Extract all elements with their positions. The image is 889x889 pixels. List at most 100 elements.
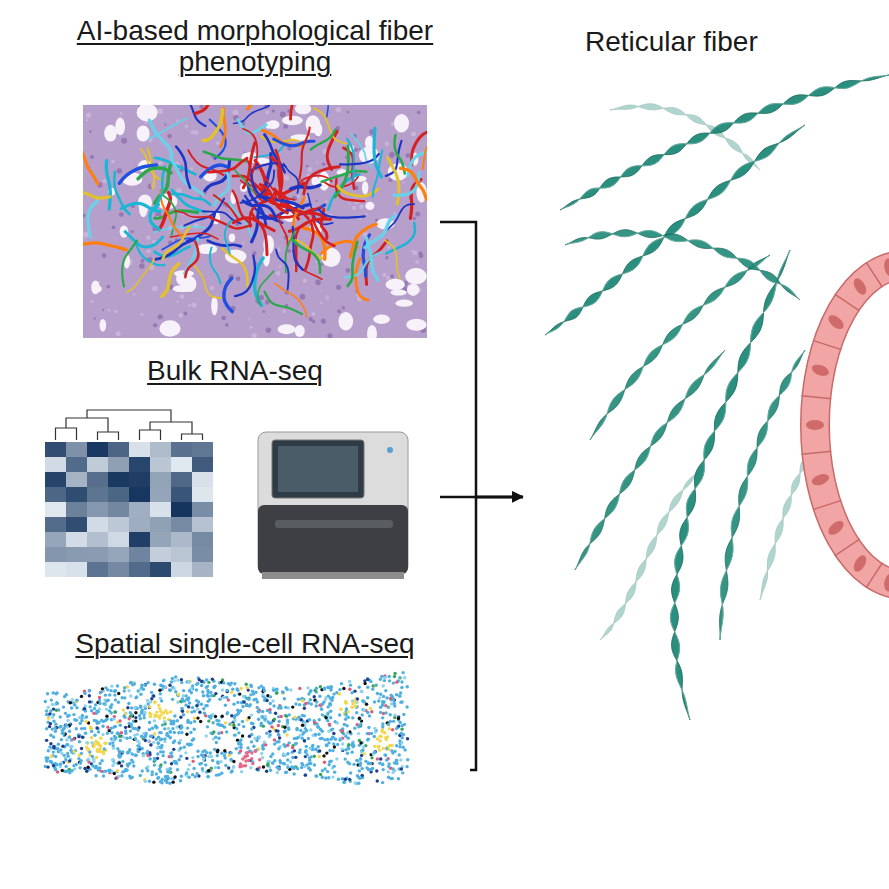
heatmap-cell bbox=[150, 502, 171, 517]
cell-speck bbox=[325, 200, 328, 203]
dendrogram-branch bbox=[56, 428, 77, 440]
cell-dot bbox=[78, 766, 81, 769]
cell-dot bbox=[351, 716, 354, 719]
fiber-segment bbox=[127, 259, 155, 292]
cell-dot bbox=[243, 700, 246, 703]
cell-dot bbox=[147, 740, 150, 743]
heatmap-cell bbox=[150, 562, 171, 577]
cell-dot bbox=[84, 732, 87, 735]
cell-dot bbox=[285, 714, 288, 717]
cell-dot bbox=[94, 740, 97, 743]
cell-dot bbox=[332, 742, 335, 745]
cell-speck bbox=[108, 309, 111, 312]
cell-dot bbox=[153, 701, 156, 704]
cell-dot bbox=[54, 692, 57, 695]
cell-dot bbox=[100, 759, 103, 762]
cell-dot bbox=[191, 760, 194, 763]
cell-dot bbox=[168, 684, 171, 687]
cell-dot bbox=[405, 705, 408, 708]
cell-dot bbox=[337, 778, 340, 781]
cell-dot bbox=[351, 745, 354, 748]
cell-dot bbox=[384, 689, 387, 692]
cell-speck bbox=[248, 317, 250, 319]
cell-dot bbox=[188, 701, 191, 704]
cell-dot bbox=[96, 749, 99, 752]
cell-dot bbox=[278, 736, 281, 739]
cell-dot bbox=[366, 738, 369, 741]
fiber-segment bbox=[233, 191, 250, 223]
cell-dot bbox=[320, 707, 323, 710]
cell-dot bbox=[118, 719, 121, 722]
cell-speck bbox=[308, 317, 312, 321]
cell-dot bbox=[151, 727, 154, 730]
cell-dot bbox=[291, 705, 294, 708]
cell-dot bbox=[297, 698, 300, 701]
cell-dot bbox=[282, 762, 285, 765]
cell-dot bbox=[106, 725, 109, 728]
cell-dot bbox=[177, 731, 180, 734]
heatmap-cell bbox=[45, 517, 66, 532]
cell-dot bbox=[157, 776, 160, 779]
cell-dot bbox=[324, 776, 327, 779]
cell-dot bbox=[85, 770, 88, 773]
cell-speck bbox=[140, 313, 143, 316]
cell-dot bbox=[271, 699, 274, 702]
cell-dot bbox=[108, 693, 111, 696]
cell-speck bbox=[119, 212, 124, 217]
cell-dot bbox=[144, 683, 147, 686]
cell-dot bbox=[104, 693, 107, 696]
cell-dot bbox=[341, 729, 344, 732]
cell-dot bbox=[207, 769, 210, 772]
heatmap-cell bbox=[129, 487, 150, 502]
cell-dot bbox=[114, 698, 117, 701]
cell-dot bbox=[393, 716, 396, 719]
cell-dot bbox=[239, 709, 242, 712]
cell-dot bbox=[214, 766, 217, 769]
cell-dot bbox=[114, 710, 117, 713]
fiber-segment bbox=[181, 105, 206, 126]
fiber-segment bbox=[311, 130, 335, 150]
cell-dot bbox=[275, 687, 278, 690]
cell-dot bbox=[80, 695, 83, 698]
heatmap-cell bbox=[45, 532, 66, 547]
cell-dot bbox=[153, 719, 156, 722]
vacuole bbox=[395, 300, 413, 307]
cell-dot bbox=[310, 702, 313, 705]
cell-dot bbox=[249, 693, 252, 696]
cell-dot bbox=[360, 774, 363, 777]
cell-dot bbox=[318, 695, 321, 698]
fiber-segment bbox=[276, 250, 288, 290]
cell-dot bbox=[147, 739, 150, 742]
cell-dot bbox=[102, 702, 105, 705]
fiber-segment bbox=[88, 201, 98, 237]
cell-dot bbox=[164, 779, 167, 782]
cell-dot bbox=[289, 688, 292, 691]
cell-dot bbox=[45, 759, 48, 762]
cell-dot bbox=[45, 759, 48, 762]
fiber-segment bbox=[176, 146, 190, 187]
cell-dot bbox=[113, 772, 116, 775]
heatmap-cell bbox=[45, 562, 66, 577]
cell-dot bbox=[284, 771, 287, 774]
cell-dot bbox=[281, 690, 284, 693]
cell-dot bbox=[164, 775, 167, 778]
cell-dot bbox=[303, 739, 306, 742]
heatmap-cell bbox=[87, 532, 108, 547]
cell-dot bbox=[177, 758, 180, 761]
cell-dot bbox=[256, 706, 259, 709]
cell-dot bbox=[198, 710, 201, 713]
vacuole bbox=[405, 268, 427, 284]
cell-dot bbox=[383, 676, 386, 679]
cell-dot bbox=[342, 781, 345, 784]
cell-dot bbox=[127, 702, 130, 705]
cell-dot bbox=[391, 767, 394, 770]
cell-dot bbox=[295, 737, 298, 740]
cell-dot bbox=[324, 716, 327, 719]
cell-dot bbox=[294, 756, 297, 759]
cell-dot bbox=[75, 763, 78, 766]
cell-dot bbox=[119, 739, 122, 742]
cell-speck bbox=[300, 294, 306, 300]
cell-speck bbox=[308, 167, 313, 172]
cell-dot bbox=[406, 737, 409, 740]
cell-dot bbox=[119, 724, 122, 727]
